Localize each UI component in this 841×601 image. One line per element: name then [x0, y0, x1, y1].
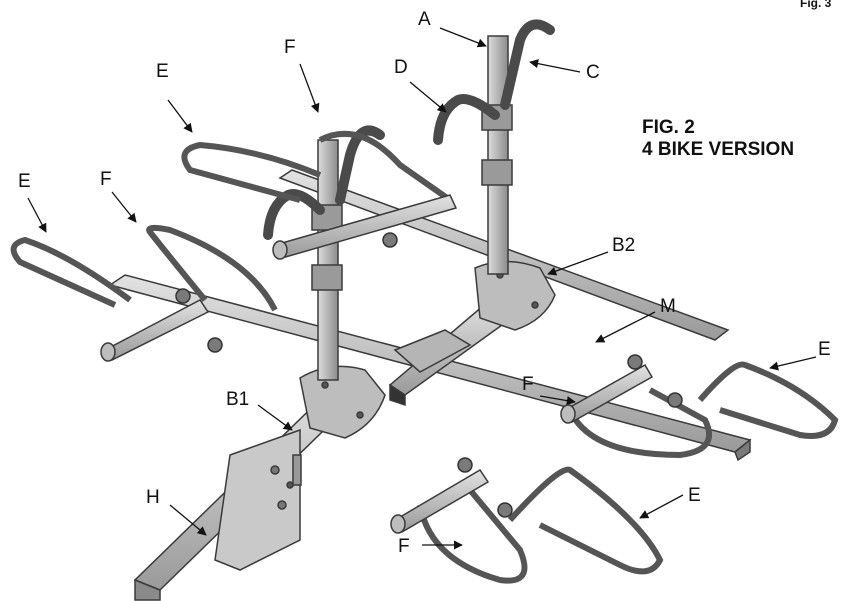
callout-e3: E	[818, 339, 831, 360]
clamp-knobs	[175, 232, 683, 518]
mast-front	[311, 139, 343, 381]
tray-crossbars	[100, 194, 654, 534]
callout-e1: E	[156, 61, 169, 82]
callout-f3: F	[522, 374, 534, 395]
leader-arrows	[27, 27, 817, 550]
figure-title-line-2: 4 BIKE VERSION	[642, 138, 795, 160]
callout-f1: F	[284, 37, 296, 58]
wheel-tray-rear-left	[181, 130, 452, 203]
figure-title-line-1: FIG. 2	[642, 117, 695, 138]
callout-e4: E	[688, 485, 701, 506]
callout-b1: B1	[226, 389, 250, 410]
wheel-tray-rear-right	[567, 361, 839, 459]
wheel-tray-front-left	[10, 224, 278, 312]
callout-f2: F	[100, 169, 112, 190]
mount-plate-b1	[299, 365, 386, 439]
callout-c: C	[586, 62, 600, 83]
callout-d: D	[394, 57, 408, 78]
callout-f4: F	[398, 536, 410, 557]
corner-figure-label: Fig. 3	[800, 0, 832, 10]
callout-m: M	[660, 296, 676, 317]
callout-b2: B2	[612, 235, 636, 256]
mast-rear	[481, 35, 513, 275]
callout-e2: E	[18, 171, 31, 192]
figure-title: FIG. 2 4 BIKE VERSION	[642, 117, 794, 161]
callout-h: H	[146, 487, 160, 508]
hook-arms-rear	[433, 19, 555, 145]
hitch-tube	[133, 384, 362, 601]
wheel-tray-front-right	[417, 466, 664, 584]
callout-a: A	[418, 9, 431, 30]
